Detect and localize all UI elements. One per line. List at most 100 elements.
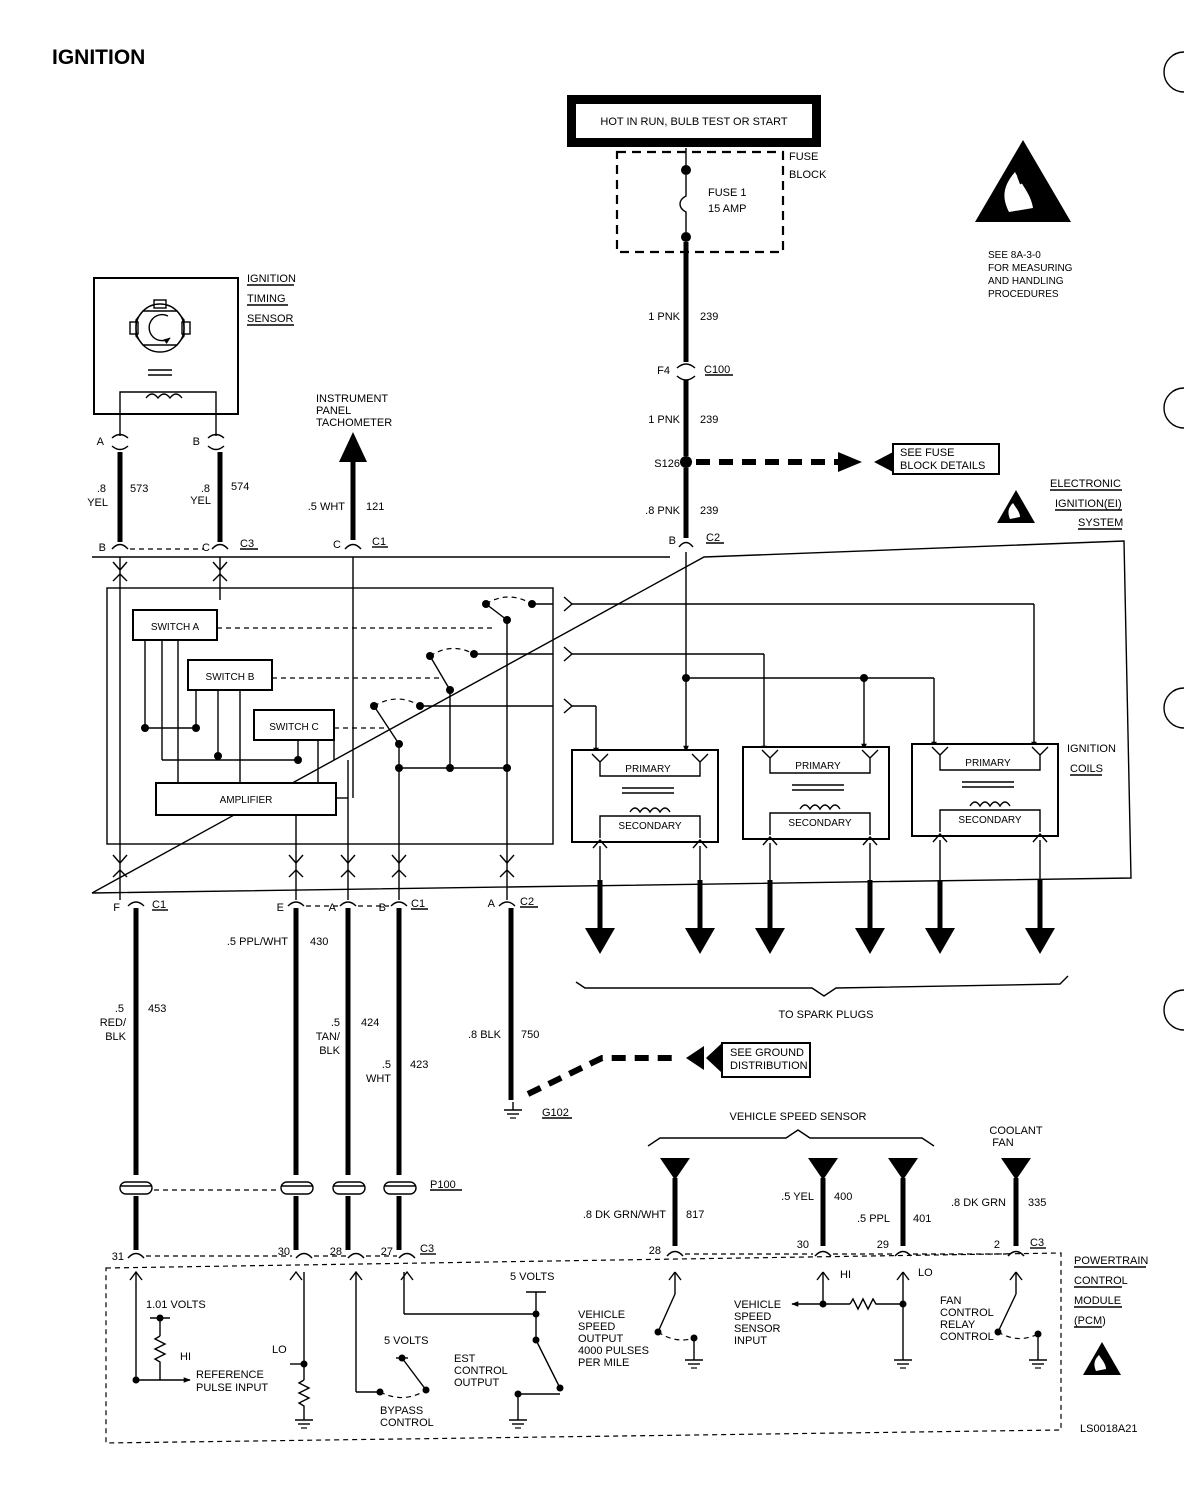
- document-code: LS0018A21: [1080, 1423, 1138, 1435]
- fan-control-label: CONTROL: [940, 1331, 994, 1343]
- spark-plug-leads: [585, 832, 1055, 954]
- wire-label: 1 PNK: [648, 311, 680, 323]
- binder-hole-mark: [1163, 51, 1184, 93]
- connector-p100: [119, 1181, 417, 1195]
- wire-circuit: 424: [361, 1017, 379, 1029]
- ignition-timing-sensor: [93, 277, 239, 415]
- amplifier-box: [155, 782, 337, 816]
- ei-system-label: SYSTEM: [1078, 517, 1123, 529]
- fuse-rating-label: 15 AMP: [708, 203, 747, 215]
- pin-label: A: [488, 898, 496, 910]
- est-control-label: CONTROL: [454, 1365, 508, 1377]
- tachometer-arrow: [339, 432, 367, 462]
- pin-label: 31: [112, 1251, 124, 1263]
- amplifier-label: AMPLIFIER: [220, 795, 273, 806]
- timing-sensor-label: IGNITION: [247, 273, 296, 285]
- see-fuse-text: BLOCK DETAILS: [900, 460, 985, 472]
- vss-input-label: SENSOR: [734, 1323, 781, 1335]
- wire-label: .8 PNK: [645, 505, 681, 517]
- coil-secondary-label: SECONDARY: [958, 815, 1021, 826]
- wire-color: BLK: [105, 1031, 126, 1043]
- connector-c3: C3: [1030, 1237, 1044, 1249]
- fan-control-label: FAN: [940, 1295, 961, 1307]
- pin-label: C: [202, 542, 210, 554]
- wire-label: .5 PPL: [857, 1213, 890, 1225]
- pin-label: 27: [381, 1246, 393, 1258]
- see-ground-text: SEE GROUND: [730, 1047, 804, 1059]
- wire-color: TAN/: [316, 1031, 341, 1043]
- vehicle-speed-output-label: PER MILE: [578, 1357, 629, 1369]
- five-volts-label: 5 VOLTS: [510, 1271, 554, 1283]
- vehicle-speed-output-label: 4000 PULSES: [578, 1345, 649, 1357]
- connector-cavity: F4: [657, 365, 670, 377]
- esd-icon: [997, 490, 1035, 523]
- connector-c2: C2: [706, 532, 720, 544]
- ignition-coils-label: IGNITION: [1067, 743, 1116, 755]
- ei-module-outline: [91, 540, 1132, 894]
- wire-gauge: .8: [201, 483, 210, 495]
- wire-circuit: 750: [521, 1029, 539, 1041]
- wire-circuit: 573: [130, 483, 148, 495]
- wire-color: WHT: [366, 1073, 391, 1085]
- wire-gauge: .5: [331, 1017, 340, 1029]
- ground-g102-icon: [503, 1101, 523, 1119]
- connector-c1: C1: [152, 899, 166, 911]
- splice-s126: [680, 456, 692, 468]
- coil-primary-label: PRIMARY: [795, 761, 841, 772]
- timing-sensor-label: SENSOR: [247, 313, 294, 325]
- ignition-coil-3: PRIMARY SECONDARY: [911, 743, 1059, 837]
- ei-system-label: ELECTRONIC: [1050, 478, 1121, 490]
- wire-color: RED/: [100, 1017, 127, 1029]
- est-control-label: OUTPUT: [454, 1377, 500, 1389]
- vehicle-speed-output-label: SPEED: [578, 1321, 615, 1333]
- reference-pulse-label: PULSE INPUT: [196, 1382, 268, 1394]
- connector-p100-label: P100: [430, 1179, 456, 1191]
- splice-label: S126: [654, 458, 680, 470]
- pcm-hi-label: HI: [840, 1269, 851, 1281]
- pin-label: A: [329, 902, 337, 914]
- tachometer-label: INSTRUMENT: [316, 393, 388, 405]
- fuse-symbol: [679, 175, 687, 232]
- connector-c2: C2: [520, 896, 534, 908]
- ei-system-label: IGNITION(EI): [1055, 498, 1122, 510]
- wire-color: YEL: [87, 497, 108, 509]
- esd-note: PROCEDURES: [988, 289, 1059, 300]
- coil-primary-label: PRIMARY: [625, 764, 671, 775]
- pin-label: 30: [278, 1246, 290, 1258]
- bypass-control-label: BYPASS: [380, 1405, 423, 1417]
- wire-gauge: .5: [115, 1003, 124, 1015]
- esd-icon: [1083, 1342, 1121, 1375]
- ignition-control-module: [106, 587, 554, 845]
- vehicle-speed-sensor-label: VEHICLE SPEED SENSOR: [730, 1111, 867, 1123]
- wire-circuit: 335: [1028, 1197, 1046, 1209]
- vss-brace: [647, 1129, 935, 1147]
- reference-pulse-label: REFERENCE: [196, 1369, 264, 1381]
- pin-label: 28: [330, 1246, 342, 1258]
- vss-input-label: SPEED: [734, 1311, 771, 1323]
- connector-c1: C1: [411, 898, 425, 910]
- vss-input-label: INPUT: [734, 1335, 767, 1347]
- coil-primary-label: PRIMARY: [965, 758, 1011, 769]
- tachometer-label: PANEL: [316, 405, 351, 417]
- switch-b-box: [187, 659, 273, 691]
- esd-warning-icon: [974, 139, 1072, 223]
- ignition-coil-2: PRIMARY SECONDARY: [742, 746, 890, 840]
- five-volts-label: 5 VOLTS: [384, 1335, 428, 1347]
- wire-circuit: 453: [148, 1003, 166, 1015]
- wire-label: .8 DK GRN: [951, 1197, 1006, 1209]
- connector-c3: C3: [420, 1243, 434, 1255]
- pin-label: B: [99, 542, 106, 554]
- wire-color: BLK: [319, 1045, 340, 1057]
- wire-label: .8 BLK: [468, 1029, 502, 1041]
- connector-c100: C100: [704, 364, 730, 376]
- wire-circuit: 239: [700, 414, 718, 426]
- coolant-fan-label: COOLANT: [989, 1125, 1042, 1137]
- vehicle-speed-output-label: VEHICLE: [578, 1309, 625, 1321]
- est-control-label: EST: [454, 1353, 476, 1365]
- see-fuse-text: SEE FUSE: [900, 447, 954, 459]
- pcm-label: POWERTRAIN: [1074, 1255, 1148, 1267]
- wire-gauge: .8: [97, 483, 106, 495]
- pcm-label: CONTROL: [1074, 1275, 1128, 1287]
- fuse-rating-label: FUSE 1: [708, 187, 747, 199]
